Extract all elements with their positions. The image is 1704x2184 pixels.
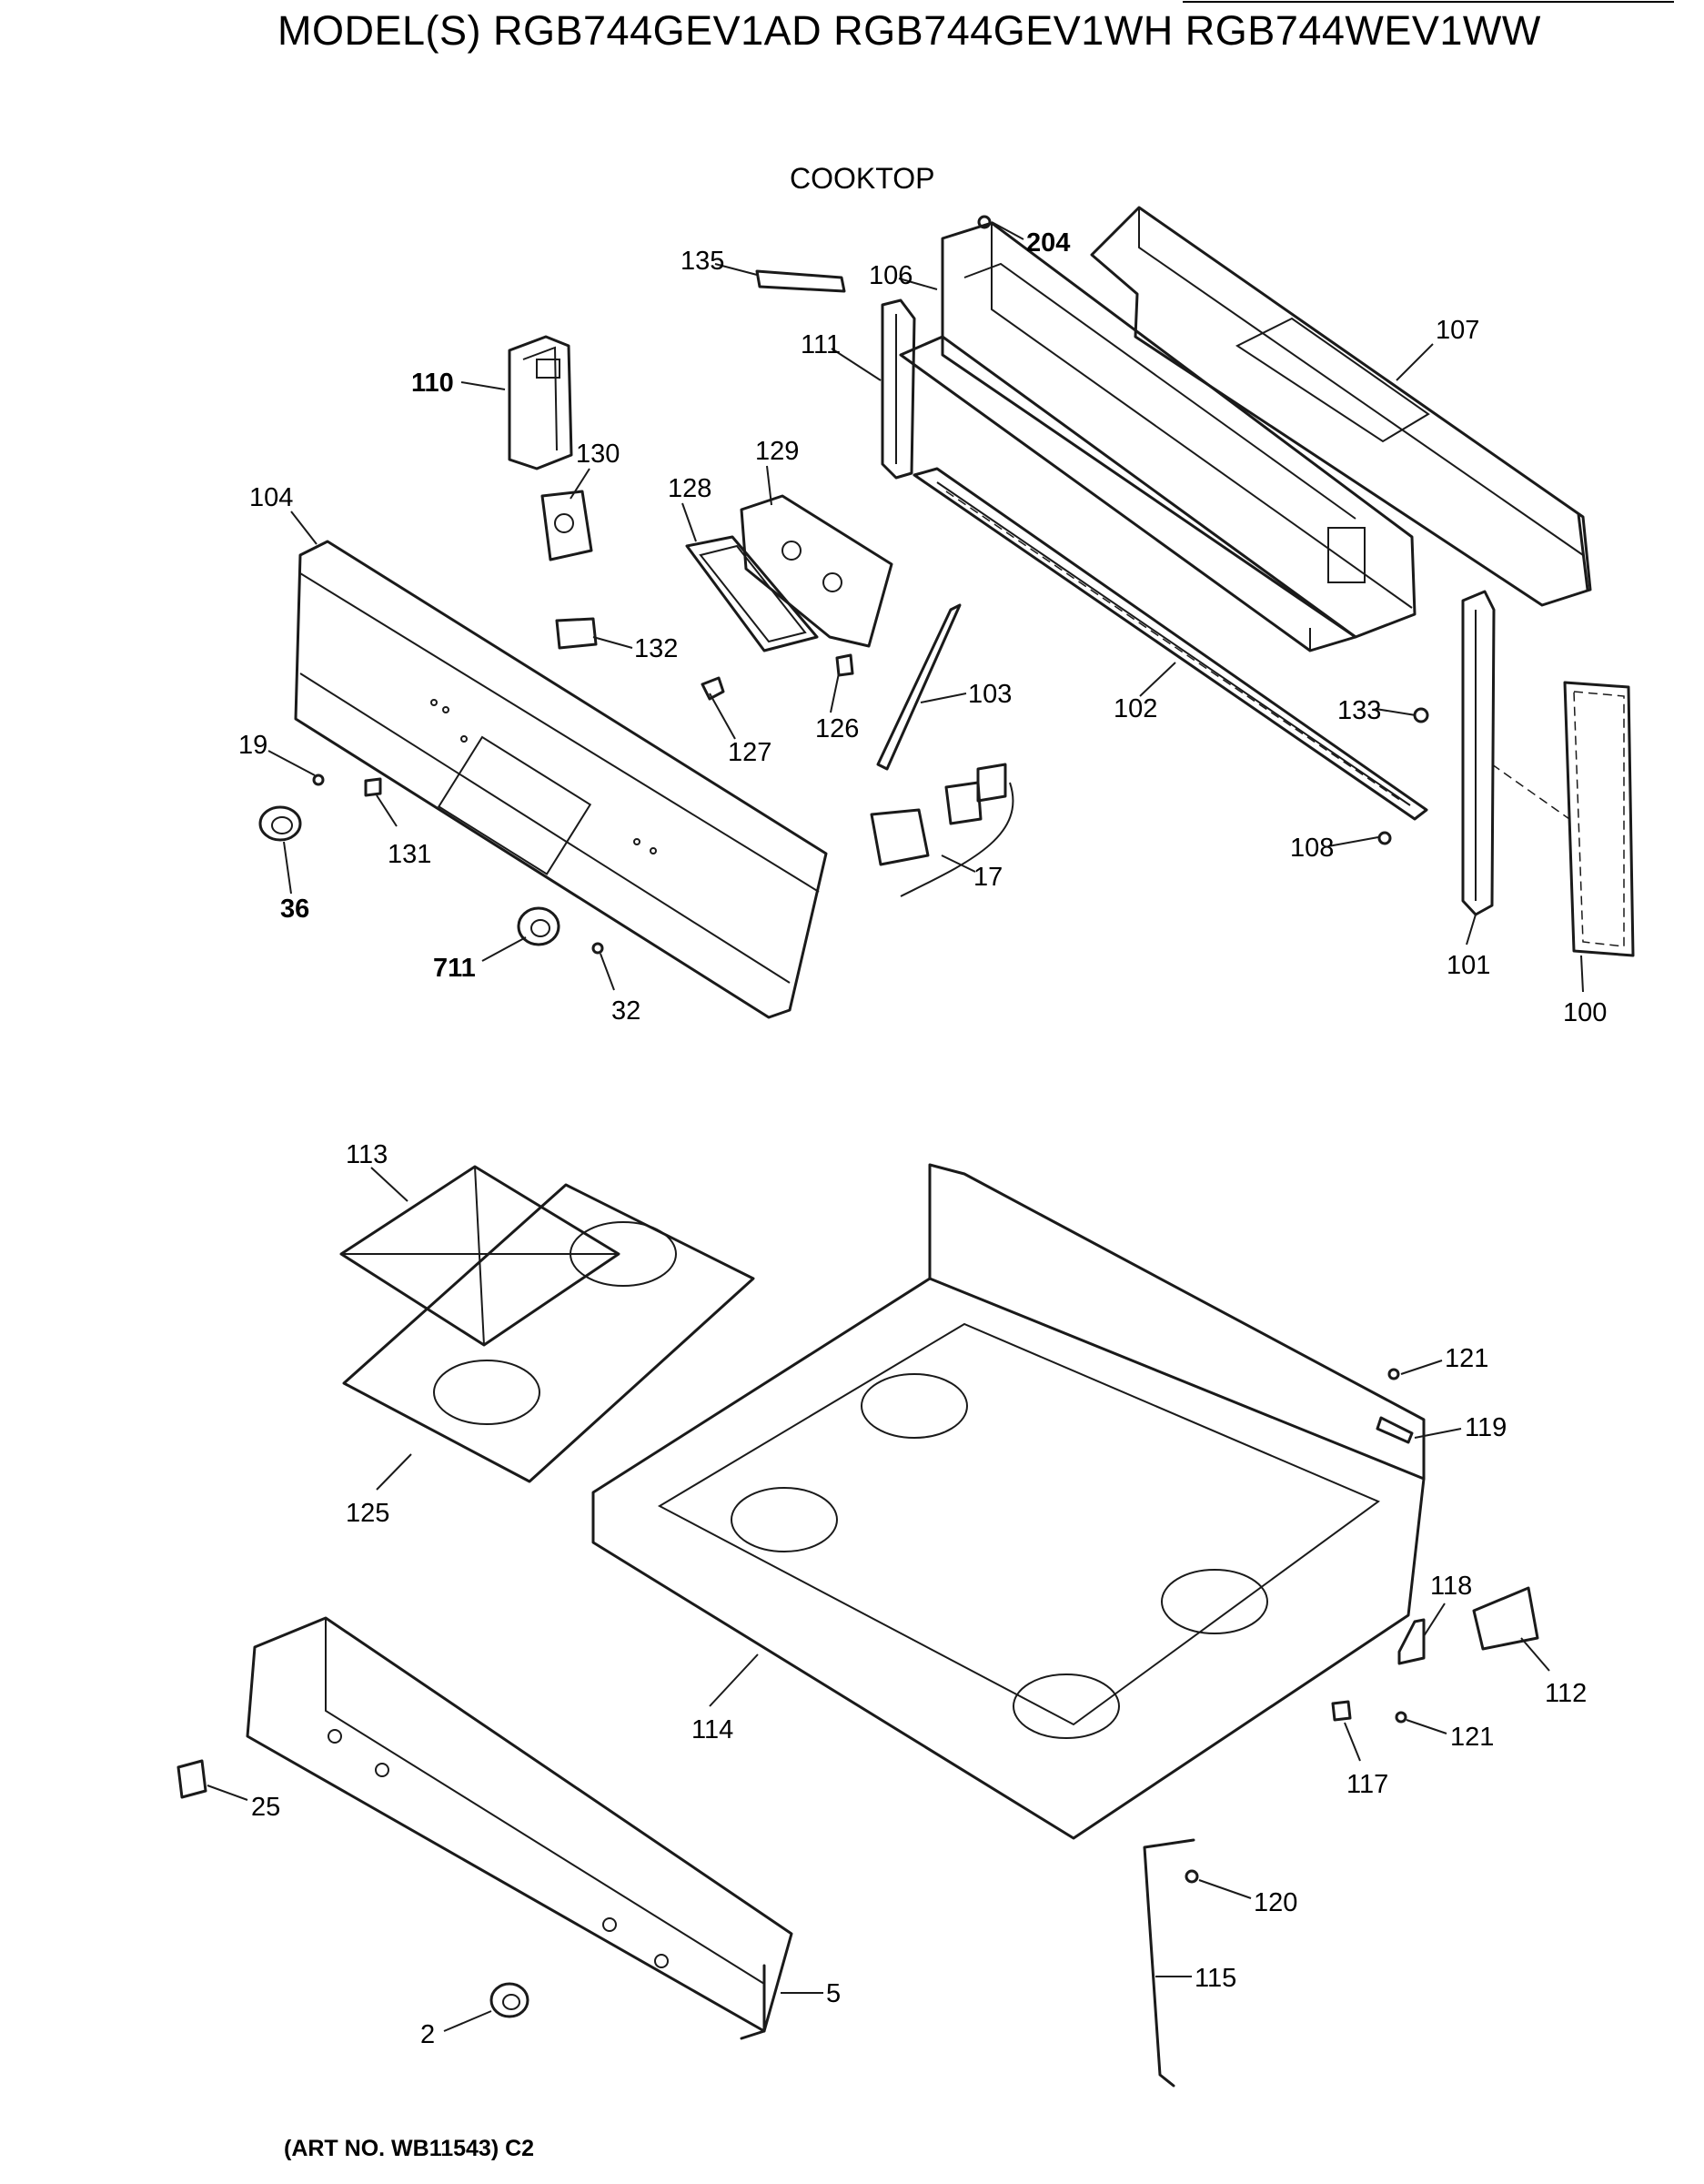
part-131-plug [364, 777, 382, 797]
callout-132: 132 [634, 634, 678, 663]
part-25-valve [176, 1759, 207, 1799]
part-111-bracket [881, 298, 916, 480]
callout-labels: 204 135 106 107 110 111 129 130 128 104 … [238, 228, 1607, 2049]
part-36-knob [258, 805, 302, 842]
part-106-backsplash [899, 221, 1417, 652]
part-114-cooktop [591, 1163, 1426, 1840]
part-120-screw [1185, 1869, 1199, 1884]
callout-25: 25 [251, 1793, 280, 1822]
callout-130: 130 [576, 440, 620, 469]
part-126 [835, 653, 854, 677]
callout-112: 112 [1545, 1679, 1587, 1708]
callout-100: 100 [1563, 998, 1607, 1027]
callout-131: 131 [388, 840, 431, 869]
callout-110: 110 [411, 369, 454, 398]
callout-36: 36 [280, 895, 309, 924]
callout-104: 104 [249, 483, 293, 512]
callout-119: 119 [1465, 1413, 1507, 1442]
callout-135: 135 [681, 247, 724, 276]
callout-117: 117 [1346, 1770, 1388, 1799]
part-100-side-trim [1563, 681, 1635, 957]
callout-113: 113 [346, 1140, 388, 1169]
callout-101: 101 [1447, 951, 1490, 980]
part-128-glass-panel [685, 535, 819, 652]
part-113-grate [339, 1165, 620, 1347]
callout-19: 19 [238, 731, 267, 760]
callout-129: 129 [755, 437, 799, 466]
callout-118: 118 [1430, 1572, 1472, 1601]
callout-121-lower: 121 [1450, 1723, 1494, 1752]
callout-102: 102 [1114, 694, 1157, 723]
callout-711: 711 [433, 954, 476, 983]
callout-5: 5 [826, 1979, 841, 2008]
callout-127: 127 [728, 738, 771, 767]
part-130-switch [540, 490, 593, 561]
art-number: (ART NO. WB11543) C2 [284, 2136, 535, 2161]
part-19-screw [312, 774, 325, 786]
part-101-side-bracket [1461, 590, 1496, 916]
callout-32: 32 [611, 996, 640, 1026]
part-102-rail [912, 467, 1428, 821]
part-108-screw [1377, 831, 1392, 845]
callout-2: 2 [420, 2020, 435, 2049]
callout-204: 204 [1026, 228, 1070, 258]
callout-125: 125 [346, 1499, 389, 1528]
part-135-clip [755, 269, 846, 293]
callout-108: 108 [1290, 834, 1334, 863]
callout-133: 133 [1337, 696, 1381, 725]
part-127 [701, 676, 725, 701]
part-112-part [1472, 1586, 1539, 1651]
part-711-knob [517, 906, 560, 946]
part-125-drip-pans [342, 1183, 755, 1483]
part-132-switch [555, 617, 598, 650]
callout-107: 107 [1436, 316, 1479, 345]
part-118-bracket [1397, 1618, 1426, 1665]
part-2-knob [489, 1982, 529, 2018]
part-119-bracket [1376, 1416, 1414, 1444]
callout-115: 115 [1195, 1964, 1236, 1993]
leader-lines [207, 221, 1584, 2032]
callout-114: 114 [691, 1715, 733, 1744]
callout-128: 128 [668, 474, 711, 503]
part-107-rear-cover [1090, 206, 1592, 607]
part-121-screw-lower [1395, 1711, 1407, 1724]
callout-126: 126 [815, 714, 859, 743]
part-5-manifold-panel [246, 1616, 793, 2040]
part-103-bracket [876, 603, 962, 771]
part-115-rod [1143, 1838, 1195, 2088]
part-117-nut [1331, 1700, 1352, 1722]
callout-17: 17 [973, 863, 1003, 892]
part-129-timer [740, 494, 893, 648]
part-133-washer [1413, 707, 1429, 723]
part-32-screw [591, 942, 604, 955]
part-204-screw [977, 215, 992, 229]
callout-103: 103 [968, 680, 1012, 709]
callout-106: 106 [869, 261, 912, 290]
callout-120: 120 [1254, 1888, 1297, 1917]
part-17-module [870, 763, 1014, 897]
callout-111: 111 [801, 330, 841, 359]
part-110-module [508, 335, 573, 470]
model-title: MODEL(S) RGB744GEV1AD RGB744GEV1WH RGB74… [277, 7, 1541, 54]
part-121-screw-upper [1387, 1368, 1400, 1380]
callout-121-upper: 121 [1445, 1344, 1488, 1373]
section-title: COOKTOP [790, 162, 935, 195]
top-rule [1183, 1, 1674, 3]
part-104-control-panel [294, 540, 828, 1019]
